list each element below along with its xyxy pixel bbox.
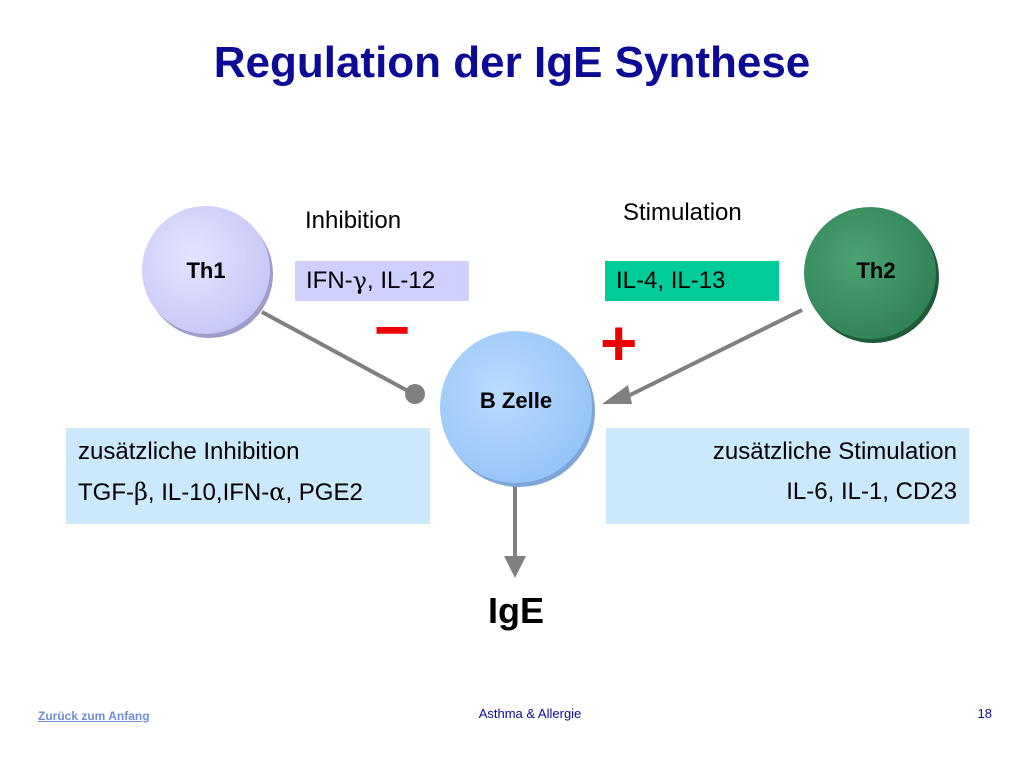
extra-stimulation-heading: zusätzliche Stimulation [712,438,957,465]
bcell [440,331,592,483]
extra-inhibition-tgf: TGF- [78,479,134,506]
th2-label: Th2 [856,258,896,283]
extra-inhibition-line: TGF-β, IL-10,IFN-α, PGE2 [78,474,418,514]
ige-label: IgE [487,590,544,631]
stimulation-arrowhead [602,385,632,404]
page-number: 18 [977,706,992,721]
inhibition-cytokines-suffix: , IL-12 [367,267,436,294]
alpha-symbol: α [269,478,286,506]
extra-inhibition-heading: zusätzliche Inhibition [78,438,300,465]
extra-inhibition-pge2: , PGE2 [285,479,363,506]
beta-symbol: β [133,478,148,506]
gamma-symbol: γ [352,267,367,295]
stimulation-cytokines-box: IL-4, IL-13 [605,261,779,301]
footer-title: Asthma & Allergie [478,706,582,721]
th2-cell [804,207,936,339]
th1-cell [142,206,270,334]
th1-label: Th1 [186,258,226,283]
stimulation-plus-sign: + [600,307,638,379]
extra-inhibition-box: zusätzliche Inhibition TGF-β, IL-10,IFN-… [66,428,430,524]
ige-arrowhead [504,556,526,578]
inhibition-minus-sign: − [374,296,411,365]
extra-inhibition-il10-ifn: , IL-10,IFN- [147,479,270,506]
inhibition-label: Inhibition [305,207,402,234]
back-to-start-link[interactable]: Zurück zum Anfang [38,709,150,723]
inhibition-endpoint-dot [405,384,425,404]
inhibition-cytokines-box: IFN-γ, IL-12 [295,261,469,301]
th1-inhibition-connector [261,310,409,393]
stimulation-label: Stimulation [623,199,742,226]
extra-stimulation-box: zusätzliche Stimulation IL-6, IL-1, CD23 [606,428,969,524]
inhibition-cytokines-prefix: IFN- [306,267,353,294]
extra-stimulation-line: IL-6, IL-1, CD23 [786,478,957,505]
bcell-label: B Zelle [479,388,553,413]
slide-title: Regulation der IgE Synthese [213,38,811,87]
th2-stimulation-connector [621,308,803,401]
